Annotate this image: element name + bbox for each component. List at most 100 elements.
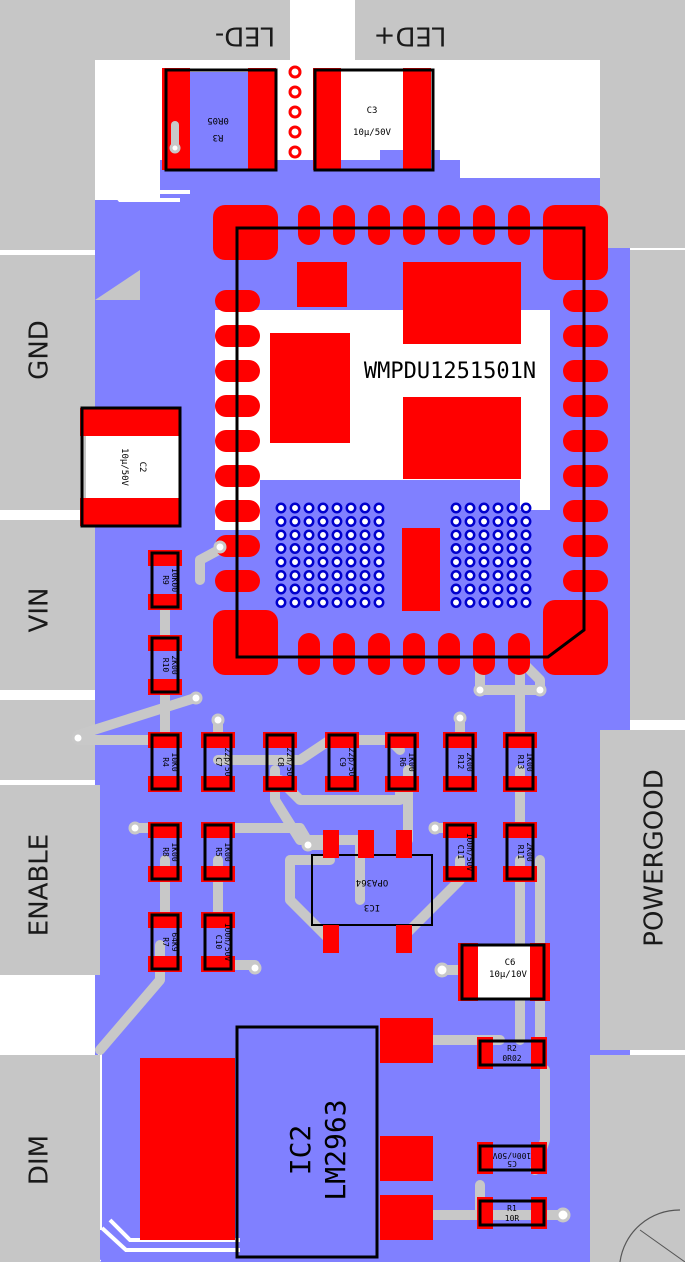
component-C2: C2 10µ/50V <box>80 406 182 528</box>
R6-outline <box>387 733 417 791</box>
C8-value: 22n/50 <box>285 748 294 777</box>
thermal-via <box>506 529 518 541</box>
thermal-via <box>492 516 504 527</box>
R8-outline <box>150 823 180 881</box>
R3-ref: R3 <box>213 132 224 142</box>
C10-outline <box>203 913 233 971</box>
label-led-plus: LED+ <box>374 21 447 51</box>
thermal-via <box>359 543 371 554</box>
module-right-pads <box>563 290 608 592</box>
thermal-via <box>303 597 315 608</box>
R11-value: 2K00 <box>525 842 534 861</box>
thermal-via <box>303 556 315 568</box>
C11-outline <box>445 823 475 881</box>
thermal-via <box>492 583 504 595</box>
loose-vias <box>71 142 571 1223</box>
thermal-via <box>359 556 371 568</box>
thermal-via <box>289 516 301 527</box>
thermal-via <box>275 529 287 541</box>
R13-ref: R13 <box>516 755 525 770</box>
R1-value: 10R <box>505 1214 520 1223</box>
thermal-via <box>478 556 490 568</box>
R4-value: 10K0 <box>170 752 179 771</box>
R8-value: 1K00 <box>170 842 179 861</box>
thermal-via <box>506 502 518 514</box>
thermal-via <box>317 502 329 514</box>
component-C3: C3 10µ/50V <box>313 68 435 172</box>
module-top-pads <box>298 205 530 245</box>
C8-outline <box>265 733 295 791</box>
connector-powergood <box>600 730 685 975</box>
thermal-via <box>520 556 532 568</box>
thermal-via <box>520 570 532 581</box>
thermal-via <box>464 529 476 541</box>
connector-vin <box>0 520 95 690</box>
thermal-via <box>373 583 385 595</box>
IC2-ref: IC2 <box>284 1125 317 1176</box>
thermal-via <box>275 502 287 514</box>
thermal-via <box>331 529 343 541</box>
via-field-left <box>275 502 385 608</box>
C2-ref: C2 <box>137 462 147 473</box>
thermal-via <box>506 583 518 595</box>
thermal-via <box>373 556 385 568</box>
thermal-via <box>303 583 315 595</box>
thermal-via <box>359 529 371 541</box>
thermal-via <box>450 529 462 541</box>
thermal-via <box>289 529 301 541</box>
thermal-via <box>345 543 357 554</box>
thermal-via <box>506 556 518 568</box>
thermal-via <box>331 516 343 527</box>
thermal-via <box>317 516 329 527</box>
thermal-via <box>303 570 315 581</box>
thermal-via <box>520 543 532 554</box>
thermal-via <box>492 570 504 581</box>
label-gnd: GND <box>25 320 55 380</box>
R9-outline <box>150 551 180 609</box>
R10-outline <box>150 636 180 694</box>
C3-value: 10µ/50V <box>353 128 392 138</box>
R9-value: 10K00 <box>170 568 179 592</box>
R13-outline <box>505 733 535 791</box>
thermal-via <box>359 502 371 514</box>
thermal-via <box>520 583 532 595</box>
R13-value: 1K00 <box>525 752 534 771</box>
thermal-via <box>450 583 462 595</box>
thermal-via <box>331 583 343 595</box>
R7-ref: R7 <box>161 937 170 947</box>
thermal-via <box>464 502 476 514</box>
thermal-via <box>464 516 476 527</box>
led-via-column <box>288 65 302 159</box>
C10-ref: C10 <box>214 935 223 950</box>
component-C6: C6 10µ/10V <box>458 943 550 1001</box>
label-dim: DIM <box>25 1135 55 1185</box>
C5-ref: C5 <box>507 1159 517 1168</box>
R2-outline <box>478 1039 546 1067</box>
C9-ref: C9 <box>338 757 347 767</box>
thermal-via <box>359 597 371 608</box>
thermal-via <box>506 570 518 581</box>
thermal-via <box>506 516 518 527</box>
thermal-via <box>359 516 371 527</box>
R11-outline <box>505 823 535 881</box>
C7-outline <box>203 733 233 791</box>
thermal-via <box>478 529 490 541</box>
thermal-via <box>289 597 301 608</box>
R12-outline <box>445 733 475 791</box>
thermal-via <box>331 556 343 568</box>
thermal-via <box>275 556 287 568</box>
connector-enable <box>0 785 100 975</box>
